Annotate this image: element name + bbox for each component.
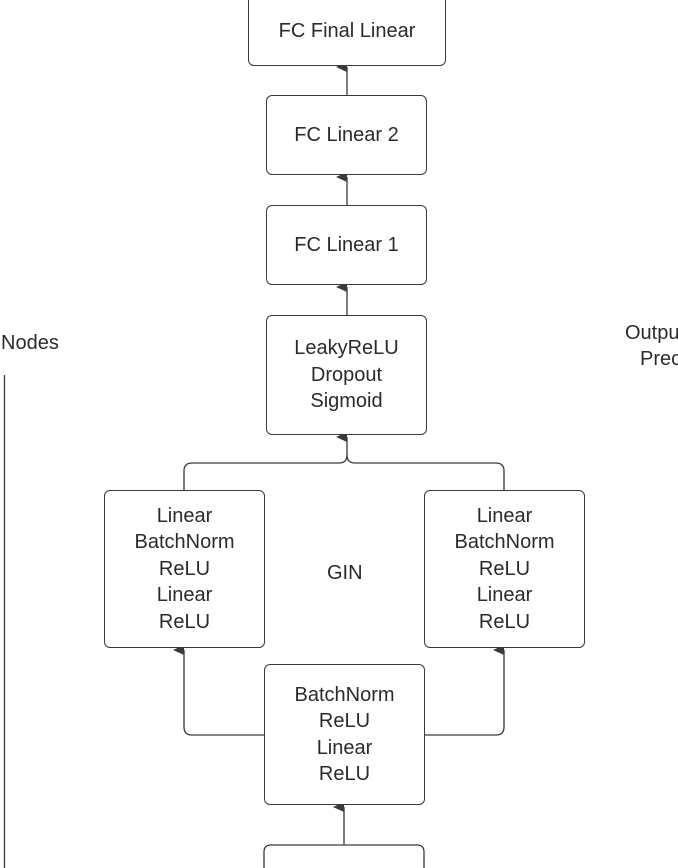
output-label-line-1: Outpu <box>625 322 678 344</box>
fc-linear-1-box-line-1: FC Linear 1 <box>294 233 399 256</box>
gin-left-mlp-box-line-2: BatchNorm <box>134 531 235 554</box>
activation-box-line-2: Dropout <box>310 363 383 386</box>
gin-label: GIN <box>327 562 363 584</box>
fc-linear-2-box: FC Linear 2 <box>266 95 427 175</box>
activation-box-line-1: LeakyReLU <box>294 337 399 360</box>
fc-linear-1-box: FC Linear 1 <box>266 205 427 285</box>
gin-left-mlp-box-line-4: Linear <box>156 584 213 607</box>
gin-right-mlp-box-line-3: ReLU <box>478 557 531 580</box>
pre-block-box-line-1: BatchNorm <box>294 683 395 706</box>
gin-left-mlp-box-line-3: ReLU <box>158 557 211 580</box>
gin-right-mlp-box-line-4: Linear <box>476 584 533 607</box>
fc-linear-2-box-line-1: FC Linear 2 <box>294 123 399 146</box>
arrow-pre-to-gin-right <box>424 645 505 736</box>
pre-block-box-line-4: ReLU <box>318 763 371 785</box>
gin-right-mlp-box-line-5: ReLU <box>478 610 531 633</box>
fc-final-linear-box: FC Final Linear <box>248 0 446 66</box>
arrow-gin-left-to-activation <box>183 432 348 490</box>
nodes-label: Nodes <box>1 332 59 354</box>
output-label: Outpu Prec <box>625 320 678 372</box>
fc-final-linear-box-line-1: FC Final Linear <box>278 20 416 43</box>
activation-box-line-3: Sigmoid <box>310 390 383 413</box>
arrow-pre-to-gin-left <box>173 645 264 736</box>
gin-right-mlp-box-line-1: Linear <box>476 504 533 527</box>
gin-left-mlp-box-line-5: ReLU <box>158 610 211 633</box>
gin-left-mlp-box-line-1: Linear <box>156 504 213 527</box>
pre-block-box-line-2: ReLU <box>318 710 371 732</box>
gin-right-mlp-box-line-2: BatchNorm <box>454 531 555 554</box>
output-label-line-2: Prec <box>640 348 678 370</box>
input-box-partial <box>263 844 425 868</box>
connector-gin-right-to-activation <box>346 454 505 490</box>
pre-block-box-line-3: Linear <box>316 736 373 759</box>
